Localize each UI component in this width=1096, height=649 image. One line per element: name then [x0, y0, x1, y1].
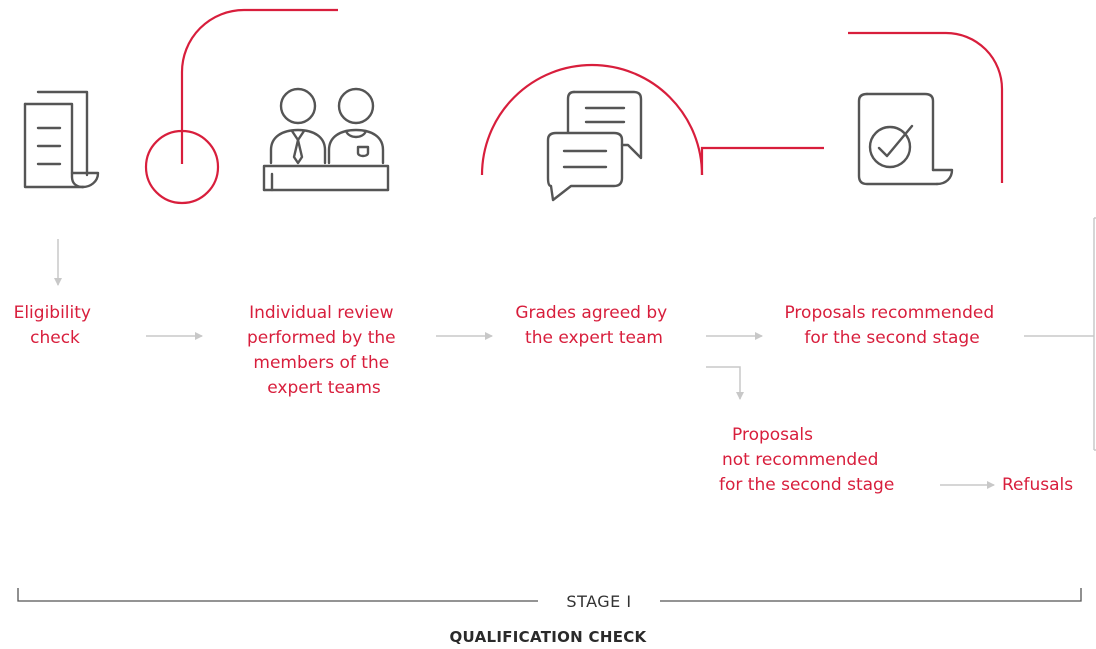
individual-review-label: Individual review performed by the membe… — [247, 303, 401, 398]
red-corner-line — [848, 31, 1004, 183]
red-bridge-line — [700, 146, 824, 175]
arrow-grades-to-not-recommended — [706, 366, 744, 400]
proposals-recommended-label: Proposals recommended for the second sta… — [784, 303, 999, 348]
stage-bracket — [17, 588, 1082, 602]
eligibility-check-label: Eligibility check — [14, 303, 97, 348]
red-hook-line — [180, 8, 338, 164]
proposals-not-recommended-label: Proposals not recommended for the second… — [719, 425, 894, 495]
refusals-label: Refusals — [1002, 475, 1073, 495]
chat-bubbles-icon — [546, 90, 643, 202]
red-arch-line — [480, 63, 704, 176]
stage-title: QUALIFICATION CHECK — [450, 628, 648, 646]
grades-agreed-label: Grades agreed by the expert team — [515, 303, 672, 348]
approved-document-icon — [857, 92, 954, 186]
stage-label: STAGE I — [566, 592, 631, 611]
decorative-connector-lines — [144, 8, 1004, 205]
flow-arrows — [54, 217, 1096, 489]
reviewers-icon — [262, 87, 390, 192]
documents-icon — [23, 90, 100, 189]
